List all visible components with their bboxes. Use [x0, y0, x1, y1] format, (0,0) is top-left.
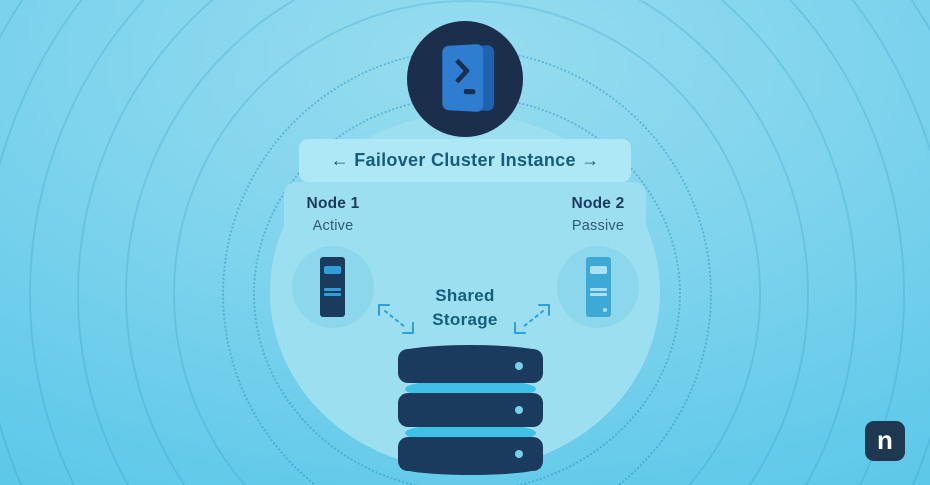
server-panel-bar [324, 266, 341, 274]
storage-unit [398, 393, 543, 427]
ninjaone-logo-letter: n [877, 424, 893, 455]
node-1-state: Active [312, 218, 354, 234]
title-strip: ← Failover Cluster Instance → [299, 139, 631, 182]
node-1-name: Node 1 [306, 195, 360, 212]
dashed-arrow-left-icon [378, 304, 414, 334]
diagram-title: ← Failover Cluster Instance → [330, 150, 600, 170]
drive-led-dot [515, 362, 523, 370]
server-led-dot [603, 308, 607, 312]
powershell-underscore-icon [463, 89, 476, 95]
server-panel-bar [590, 266, 607, 274]
node-2-state: Passive [571, 218, 625, 234]
powershell-book-front [442, 43, 484, 113]
server-tower-icon-passive [586, 257, 611, 317]
node-1-label: Node 1 Active [273, 195, 393, 234]
storage-unit [398, 437, 543, 471]
dashed-arrow-right-icon [514, 304, 550, 334]
storage-unit [398, 349, 543, 383]
shared-storage-label: Shared Storage [432, 286, 498, 329]
drive-led-dot [515, 450, 523, 458]
server-vent-line [590, 288, 607, 291]
node-2-name: Node 2 [571, 195, 625, 212]
drive-led-dot [515, 406, 523, 414]
ninjaone-logo: n [865, 421, 905, 461]
server-vent-line [324, 293, 341, 296]
powershell-book-icon [440, 43, 498, 115]
powershell-icon [407, 21, 523, 137]
server-tower-icon-active [320, 257, 345, 317]
node-2-label: Node 2 Passive [538, 195, 658, 234]
server-vent-line [590, 293, 607, 296]
storage-stack-icon [398, 345, 543, 475]
server-vent-line [324, 288, 341, 291]
powershell-chevron-icon [446, 58, 471, 84]
